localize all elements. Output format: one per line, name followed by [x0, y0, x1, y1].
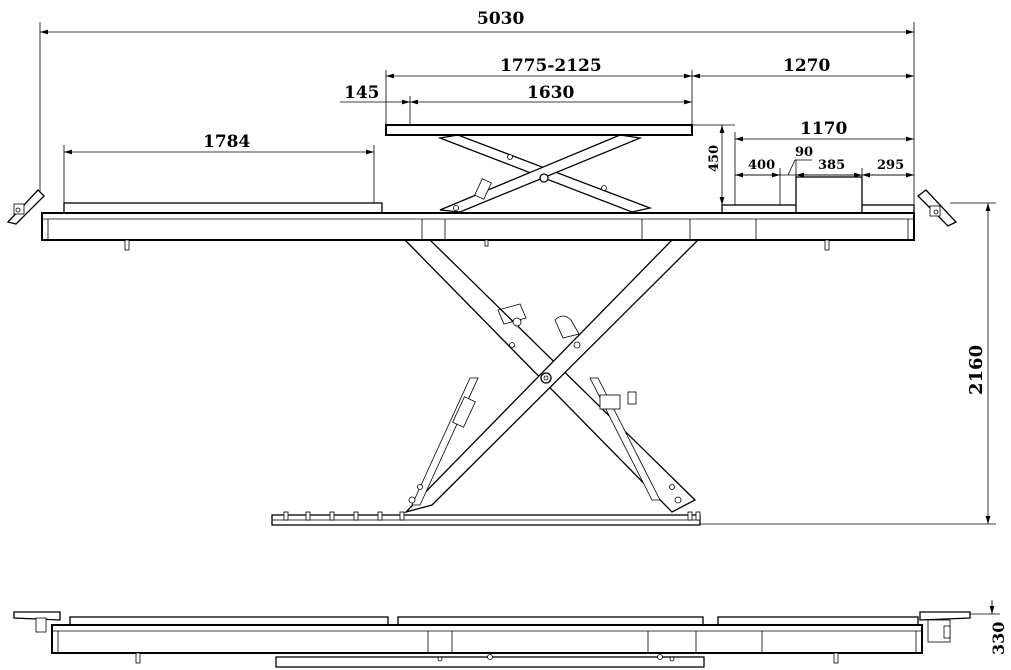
collapsed-left-ramp	[13, 611, 61, 621]
left-runway-plate	[63, 202, 383, 214]
dim-secondary-lift-height: 450	[707, 145, 722, 172]
dim-right-end-length: 1270	[783, 56, 830, 76]
dim-left-runway: 1784	[203, 132, 250, 152]
base-frame	[271, 511, 701, 526]
main-scissor-arms	[403, 239, 700, 514]
left-ramp	[6, 189, 45, 225]
dimension-labels: 5030 1775-2125 1270 145 1630 1784 450 11…	[203, 9, 1008, 655]
dim-segment-a: 400	[748, 158, 775, 173]
main-runway	[41, 212, 915, 251]
dimension-lines	[39, 22, 1000, 615]
dim-secondary-platform-range: 1775-2125	[500, 56, 602, 76]
collapsed-right-ramp	[919, 611, 971, 621]
dim-collapsed-height: 330	[989, 622, 1008, 655]
raised-lift	[6, 124, 958, 526]
dim-segment-c: 385	[818, 158, 845, 173]
collapsed-left-plate	[69, 616, 389, 626]
collapsed-secondary-platform	[397, 616, 704, 626]
dim-overall-length: 5030	[477, 9, 524, 29]
dim-right-section-length: 1170	[800, 119, 847, 139]
dim-max-lift-height: 2160	[966, 345, 987, 395]
secondary-lift-platform	[385, 124, 693, 136]
secondary-scissor-arms	[437, 134, 653, 213]
collapsed-lift	[13, 611, 971, 668]
turntable-block	[795, 176, 863, 214]
dim-segment-b: 90	[795, 145, 813, 160]
collapsed-right-plate	[717, 616, 919, 626]
collapsed-runway	[51, 624, 923, 654]
dim-front-offset: 145	[344, 83, 380, 103]
dim-segment-d: 295	[877, 158, 904, 173]
dim-secondary-platform-length: 1630	[527, 83, 574, 103]
right-ramp	[917, 189, 958, 227]
